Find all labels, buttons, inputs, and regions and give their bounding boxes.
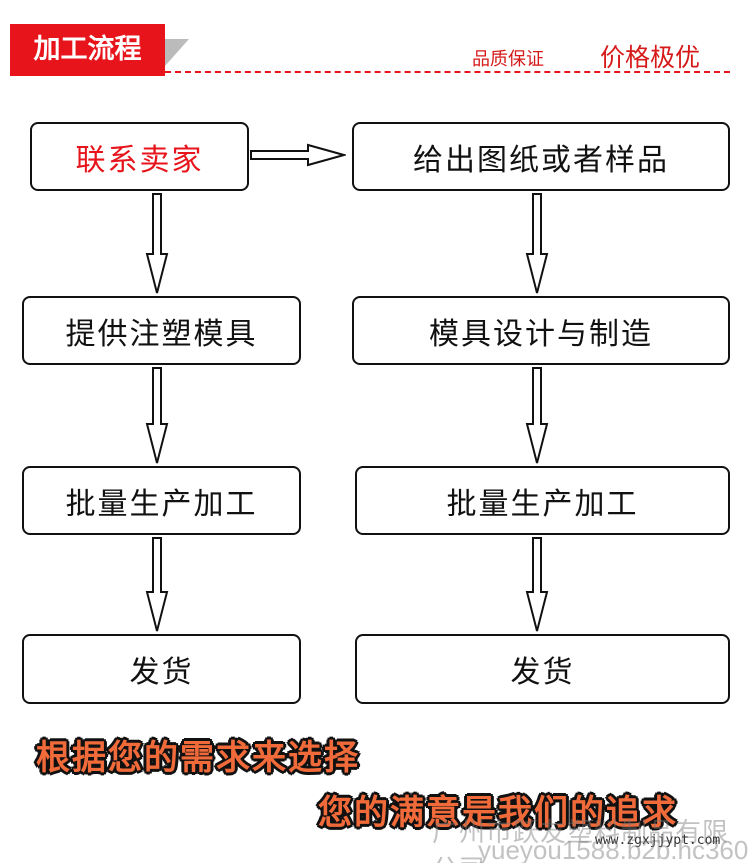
step-provide-mold: 提供注塑模具: [22, 296, 301, 365]
watermark-site2: yueyou1588.b2b.hc360.com: [478, 835, 750, 863]
tag-quality: 品质保证: [472, 49, 544, 70]
step-ship-right: 发货: [355, 634, 730, 704]
tag-price: 价格极优: [600, 43, 701, 72]
step-contact-seller: 联系卖家: [30, 122, 249, 191]
watermark-company: 广州市跃友塑料制品有限公司: [432, 817, 730, 863]
arrow-down-icon: [525, 367, 549, 464]
step-ship-left: 发货: [22, 634, 301, 704]
arrow-down-icon: [525, 537, 549, 632]
watermark-site1: www.zgxjjypt.com: [595, 833, 721, 848]
arrow-down-icon: [145, 193, 169, 294]
slogan-satisfaction: 您的满意是我们的追求: [318, 793, 678, 833]
slogan-choice: 根据您的需求来选择: [36, 738, 360, 778]
arrow-down-icon: [525, 193, 549, 294]
step-mold-design: 模具设计与制造: [352, 296, 730, 365]
step-provide-drawing: 给出图纸或者样品: [352, 122, 730, 191]
header-title: 加工流程: [10, 24, 165, 76]
header-divider: [165, 71, 730, 73]
arrow-right-icon: [250, 143, 346, 167]
arrow-down-icon: [145, 537, 169, 632]
arrow-down-icon: [145, 367, 169, 464]
step-mass-production-right: 批量生产加工: [355, 466, 730, 535]
step-mass-production-left: 批量生产加工: [22, 466, 301, 535]
header-tail-decoration: [165, 39, 189, 66]
